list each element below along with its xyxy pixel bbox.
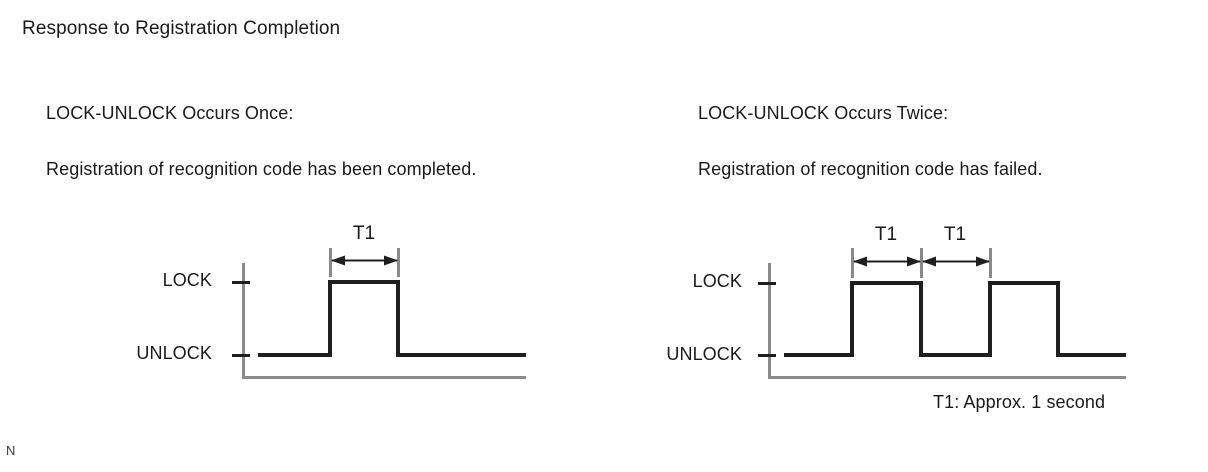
page-title: Response to Registration Completion [22,18,341,39]
axis-label-unlock-right: UNLOCK [666,344,742,364]
arrow-left-icon [331,255,345,266]
arrow-right-icon [907,256,921,267]
arrow-right-icon [976,256,990,267]
axis-label-unlock-left: UNLOCK [136,343,212,363]
arrow-left-icon [853,256,867,267]
panel-description-twice: Registration of recognition code has fai… [698,159,1043,179]
signal-waveform [784,281,1126,357]
corner-mark: N [6,443,16,458]
panel-description-once: Registration of recognition code has bee… [46,159,477,179]
signal-waveform [258,280,526,357]
timing-diagram-once: T1 [210,215,540,395]
panel-heading-twice: LOCK-UNLOCK Occurs Twice: [698,103,949,123]
axis-label-lock-left: LOCK [162,270,212,290]
dimension-label-t1: T1 [353,223,375,244]
timing-diagram-twice-svg: T1 T1 [758,224,1126,379]
axis-label-lock-right: LOCK [692,271,742,291]
panel-heading-once: LOCK-UNLOCK Occurs Once: [46,103,294,123]
dimension-label-t1-first: T1 [875,224,897,245]
arrow-left-icon [922,256,936,267]
note-t1-duration: T1: Approx. 1 second [933,392,1106,412]
arrow-right-icon [384,255,398,266]
dimension-label-t1-second: T1 [944,224,966,245]
timing-diagram-twice: T1 T1 [740,215,1140,395]
timing-diagram-once-svg: T1 [232,223,526,379]
